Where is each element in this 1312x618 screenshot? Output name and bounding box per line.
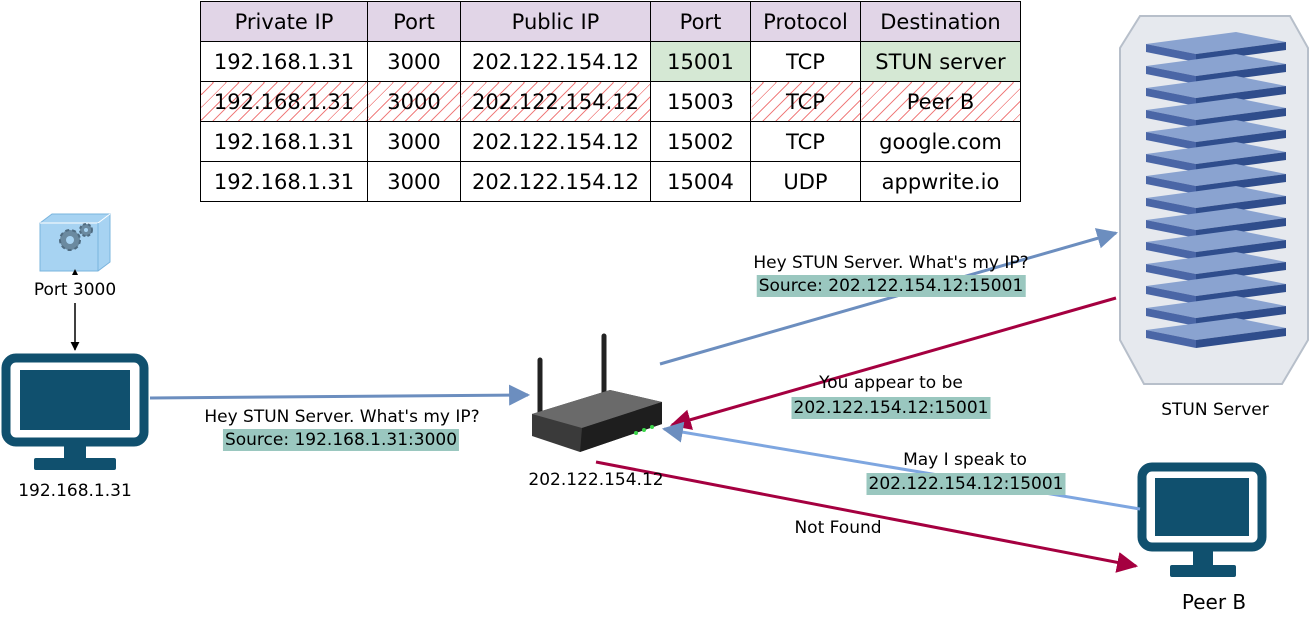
router-ip-label: 202.122.154.12 — [528, 470, 664, 490]
router-icon — [532, 333, 662, 452]
cell-protocol: TCP — [750, 121, 861, 162]
peer-request-text: May I speak to — [903, 450, 1027, 470]
nat-table: Private IP Port Public IP Port Protocol … — [200, 1, 1021, 202]
stun-server-icon — [1119, 15, 1309, 385]
port-link-tip — [72, 269, 78, 275]
cell-destination: google.com — [860, 121, 1021, 162]
cell-public-port: 15001 — [650, 41, 751, 82]
cell-private-ip: 192.168.1.31 — [200, 161, 368, 202]
stun-server-label: STUN Server — [1161, 400, 1269, 420]
cell-private-port: 3000 — [367, 41, 461, 82]
peer-monitor-icon — [1137, 462, 1267, 577]
server-unit — [1146, 318, 1286, 348]
col-protocol: Protocol — [750, 1, 861, 42]
cell-public-ip: 202.122.154.12 — [460, 161, 651, 202]
router-response-text: Not Found — [794, 518, 882, 538]
server-slots — [1146, 32, 1286, 348]
client-request-source: Source: 192.168.1.31:3000 — [222, 429, 460, 451]
cell-private-ip: 192.168.1.31 — [200, 41, 368, 82]
cell-public-ip: 202.122.154.12 — [460, 41, 651, 82]
cell-private-port: 3000 — [367, 161, 461, 202]
cell-public-ip: 202.122.154.12 — [460, 81, 651, 122]
cell-destination: appwrite.io — [860, 161, 1021, 202]
cell-private-ip: 192.168.1.31 — [200, 121, 368, 162]
col-private-ip: Private IP — [200, 1, 368, 42]
app-gear-icon — [39, 213, 111, 272]
cell-destination: Peer B — [860, 81, 1021, 122]
cell-destination: STUN server — [860, 41, 1021, 82]
cell-protocol: TCP — [750, 81, 861, 122]
app-port-label: Port 3000 — [33, 280, 117, 300]
table-row: 192.168.1.31 3000 202.122.154.12 15003 T… — [200, 81, 1021, 122]
cell-protocol: TCP — [750, 41, 861, 82]
router-request-text: Hey STUN Server. What's my IP? — [753, 253, 1029, 273]
cell-private-ip: 192.168.1.31 — [200, 81, 368, 122]
client-to-router-arrow — [149, 384, 531, 406]
stun-to-router-arrow — [669, 296, 1117, 430]
table-row: 192.168.1.31 3000 202.122.154.12 15004 U… — [200, 161, 1021, 202]
cell-private-port: 3000 — [367, 81, 461, 122]
stun-response-text: You appear to be — [819, 373, 963, 393]
peer-request-address: 202.122.154.12:15001 — [866, 473, 1066, 495]
peer-to-router-arrow — [661, 421, 1141, 511]
col-destination: Destination — [860, 1, 1021, 42]
cell-public-port: 15003 — [650, 81, 751, 122]
client-request-text: Hey STUN Server. What's my IP? — [204, 407, 480, 427]
table-row: 192.168.1.31 3000 202.122.154.12 15002 T… — [200, 121, 1021, 162]
client-monitor-icon — [1, 353, 149, 470]
client-ip-label: 192.168.1.31 — [18, 481, 132, 501]
cell-public-port: 15002 — [650, 121, 751, 162]
stun-response-address: 202.122.154.12:15001 — [791, 397, 991, 419]
nat-table-header: Private IP Port Public IP Port Protocol … — [200, 1, 1021, 42]
col-public-ip: Public IP — [460, 1, 651, 42]
router-to-peer-arrow — [595, 460, 1139, 573]
table-row: 192.168.1.31 3000 202.122.154.12 15001 T… — [200, 41, 1021, 82]
peer-b-label: Peer B — [1181, 590, 1247, 614]
cell-public-port: 15004 — [650, 161, 751, 202]
col-private-port: Port — [367, 1, 461, 42]
cell-private-port: 3000 — [367, 121, 461, 162]
router-to-stun-arrow — [659, 228, 1119, 366]
router-request-source: Source: 202.122.154.12:15001 — [756, 275, 1026, 297]
cell-public-ip: 202.122.154.12 — [460, 121, 651, 162]
cell-protocol: UDP — [750, 161, 861, 202]
col-public-port: Port — [650, 1, 751, 42]
